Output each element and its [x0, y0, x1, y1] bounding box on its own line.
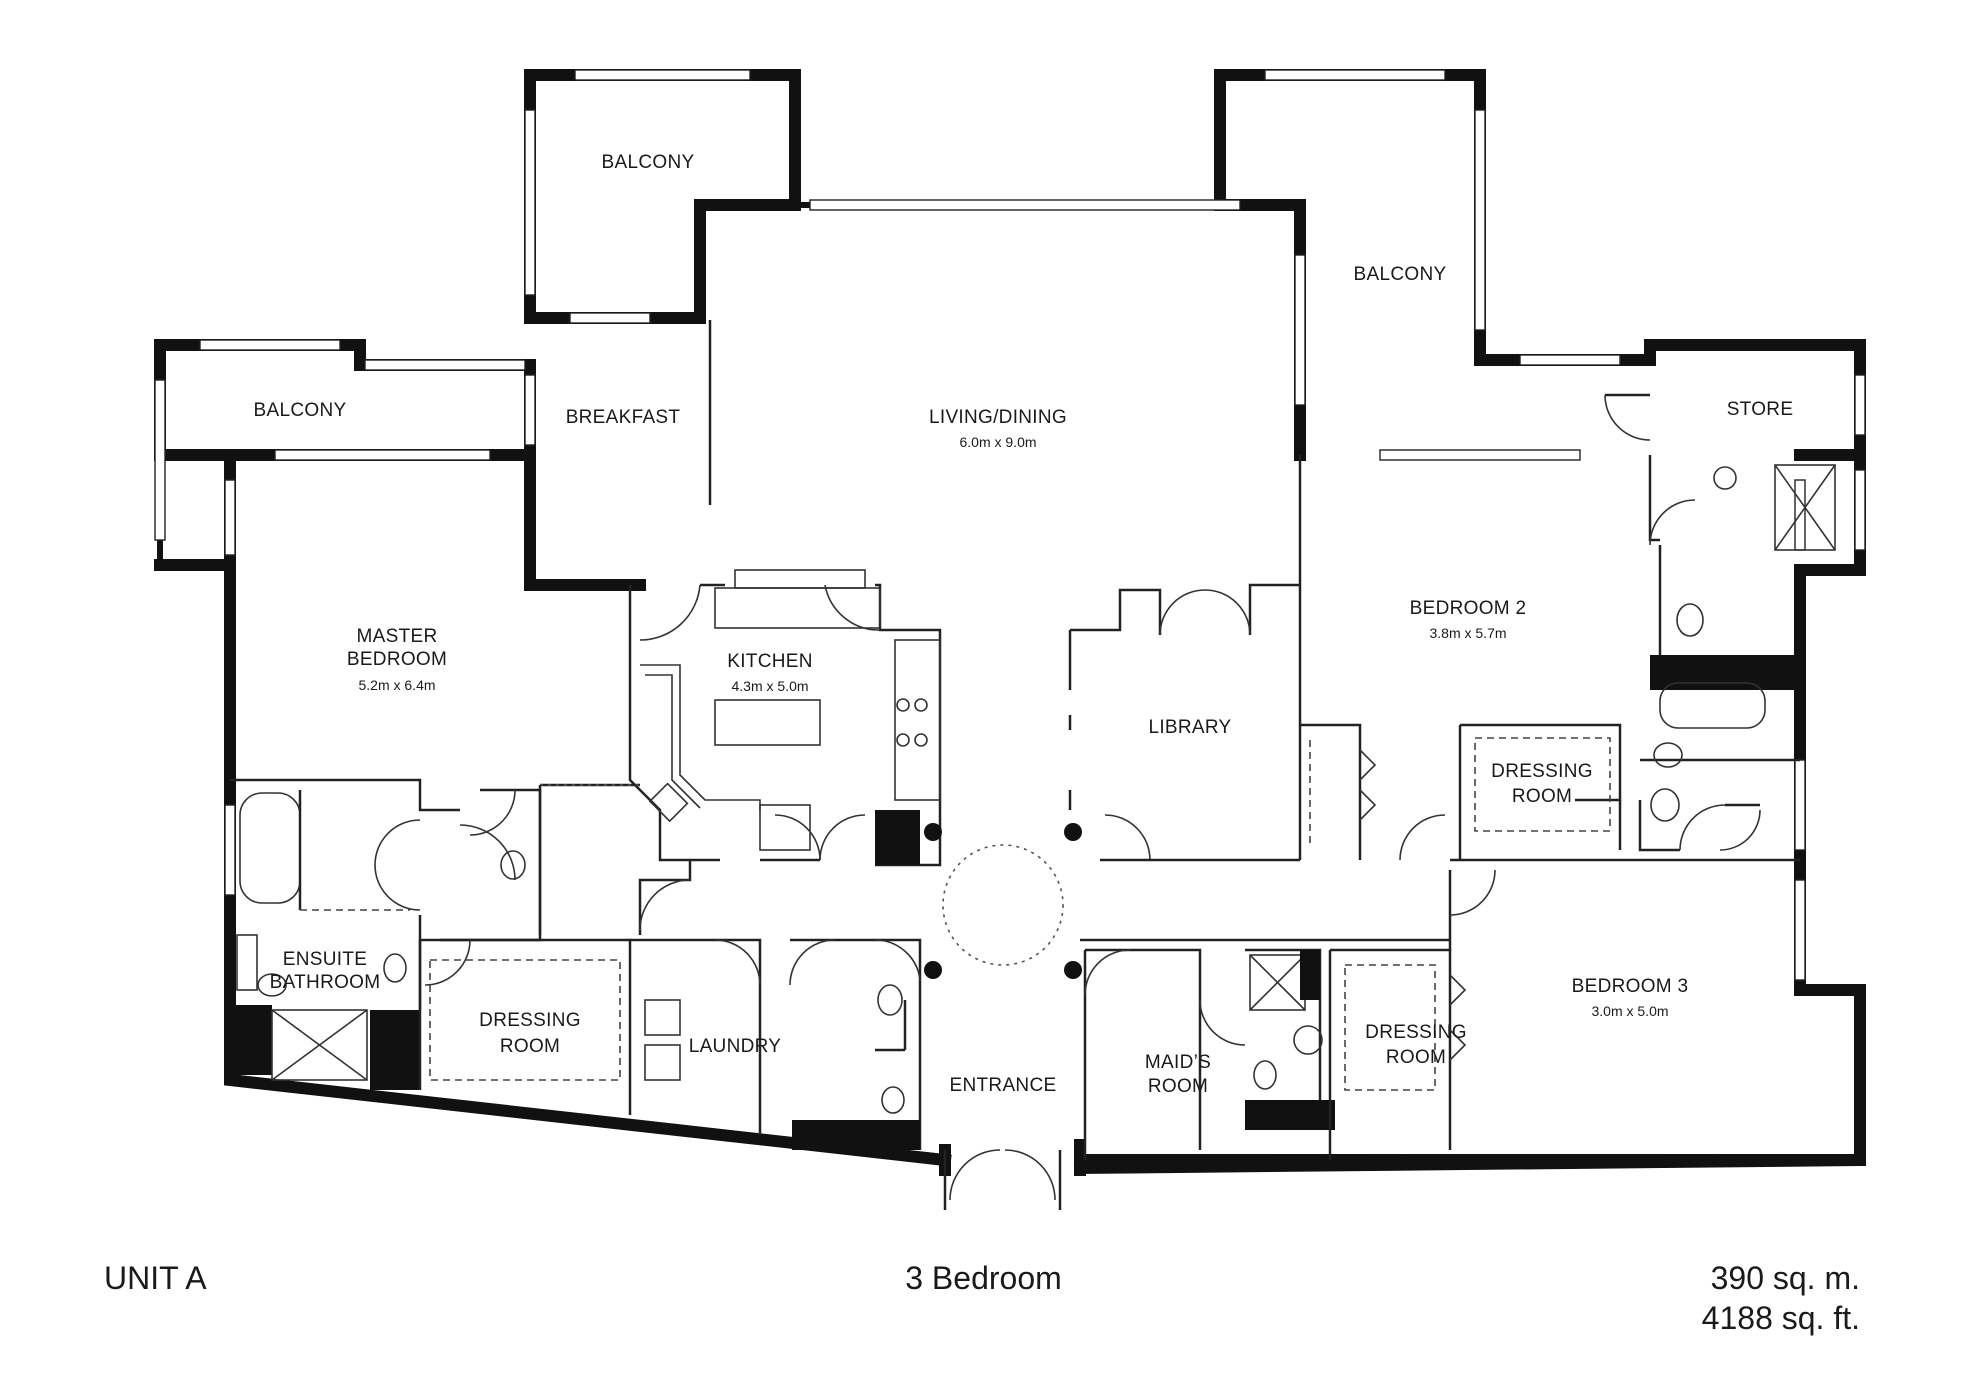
- room-label-kitchen: KITCHEN: [727, 651, 813, 672]
- room-dim-master-bedroom: 5.2m x 6.4m: [358, 677, 435, 693]
- room-label-laundry: LAUNDRY: [689, 1036, 782, 1057]
- room-label-master-bedroom-2: BEDROOM: [347, 649, 447, 670]
- room-label-store: STORE: [1727, 399, 1794, 420]
- unit-name: UNIT A: [104, 1260, 207, 1296]
- room-label-library: LIBRARY: [1148, 717, 1231, 738]
- room-label-maids-1: MAID’S: [1145, 1052, 1211, 1073]
- room-label-dressing-b2-1: DRESSING: [1491, 761, 1593, 782]
- interior-walls: [230, 320, 1836, 1210]
- room-dim-living-dining: 6.0m x 9.0m: [959, 434, 1036, 450]
- area-metric: 390 sq. m.: [1710, 1260, 1860, 1296]
- area-imperial: 4188 sq. ft.: [1701, 1300, 1860, 1336]
- room-label-dressing-master-1: DRESSING: [479, 1010, 581, 1031]
- room-dim-bedroom-3: 3.0m x 5.0m: [1591, 1003, 1668, 1019]
- room-dim-bedroom-2: 3.8m x 5.7m: [1429, 625, 1506, 641]
- room-label-balcony-left: BALCONY: [254, 400, 347, 421]
- room-labels: BALCONY BALCONY BALCONY BREAKFAST LIVING…: [254, 152, 1794, 1097]
- floor-plan: BALCONY BALCONY BALCONY BREAKFAST LIVING…: [154, 69, 1867, 1210]
- windows: [154, 69, 1866, 981]
- room-label-bedroom-2: BEDROOM 2: [1410, 598, 1527, 619]
- room-label-balcony-right: BALCONY: [1354, 264, 1447, 285]
- room-label-bedroom-3: BEDROOM 3: [1572, 976, 1689, 997]
- area-block: 390 sq. m. 4188 sq. ft.: [1702, 1258, 1860, 1338]
- room-label-breakfast: BREAKFAST: [566, 407, 681, 428]
- room-label-ensuite-1: ENSUITE: [283, 949, 367, 970]
- room-label-living-dining: LIVING/DINING: [929, 407, 1067, 428]
- room-label-maids-2: ROOM: [1148, 1076, 1208, 1097]
- room-label-balcony-center: BALCONY: [602, 152, 695, 173]
- room-label-dressing-master-2: ROOM: [500, 1036, 560, 1057]
- room-label-dressing-b2-2: ROOM: [1512, 786, 1572, 807]
- room-label-master-bedroom-1: MASTER: [357, 626, 438, 647]
- room-label-dressing-b3-1: DRESSING: [1365, 1022, 1467, 1043]
- room-label-ensuite-2: BATHROOM: [270, 972, 381, 993]
- room-label-dressing-b3-2: ROOM: [1386, 1047, 1446, 1068]
- room-dim-kitchen: 4.3m x 5.0m: [731, 678, 808, 694]
- bedroom-count: 3 Bedroom: [905, 1260, 1062, 1296]
- room-label-entrance: ENTRANCE: [950, 1075, 1057, 1096]
